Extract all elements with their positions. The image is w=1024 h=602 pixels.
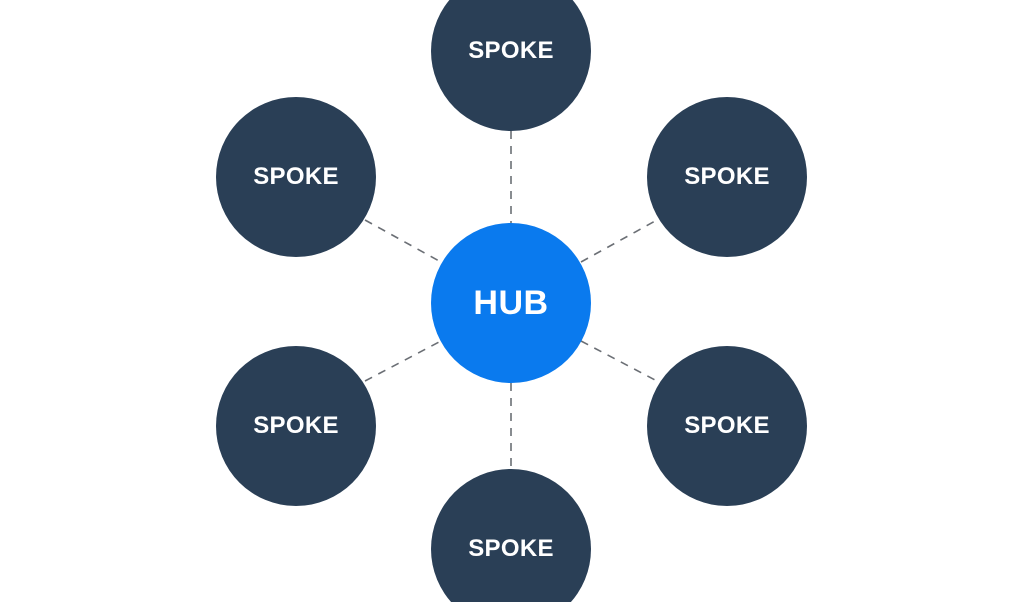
spoke-label: SPOKE — [468, 37, 554, 64]
hub-node: HUB — [431, 223, 591, 383]
spoke-label: SPOKE — [253, 412, 339, 439]
spoke-node-upper-right: SPOKE — [647, 97, 807, 257]
connector-upper-right — [580, 219, 658, 263]
spoke-node-lower-left: SPOKE — [216, 346, 376, 506]
spoke-node-top: SPOKE — [431, 0, 591, 131]
hub-label: HUB — [473, 283, 549, 322]
spoke-label: SPOKE — [468, 535, 554, 562]
spoke-node-bottom: SPOKE — [431, 469, 591, 602]
spoke-node-lower-right: SPOKE — [647, 346, 807, 506]
connector-lower-right — [580, 340, 658, 382]
spoke-node-upper-left: SPOKE — [216, 97, 376, 257]
connector-upper-left — [364, 219, 442, 263]
connector-lower-left — [364, 340, 442, 382]
spoke-label: SPOKE — [684, 163, 770, 190]
spoke-label: SPOKE — [253, 163, 339, 190]
spoke-label: SPOKE — [684, 412, 770, 439]
